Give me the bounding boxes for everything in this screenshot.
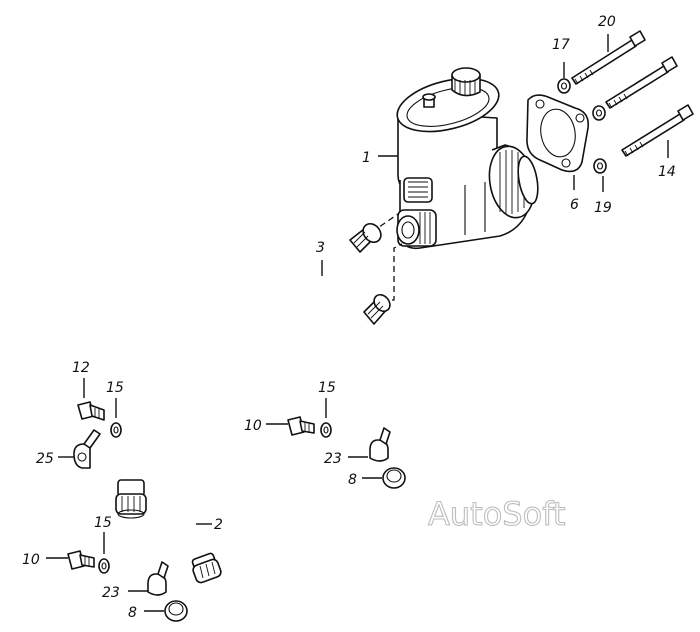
washer-17 bbox=[557, 78, 571, 94]
callout-19: 19 bbox=[594, 200, 612, 216]
banjo-bolt-10-lower bbox=[67, 550, 95, 570]
banjo-bolt-10-middle bbox=[287, 416, 315, 436]
callout-2: 2 bbox=[214, 517, 223, 533]
callout-8-middle: 8 bbox=[348, 472, 357, 488]
watermark-autosoft: AutoSoft bbox=[428, 495, 565, 533]
callout-20: 20 bbox=[598, 14, 616, 30]
callout-15-middle: 15 bbox=[318, 380, 336, 396]
callout-12: 12 bbox=[72, 360, 90, 376]
washer-15-left bbox=[110, 422, 122, 438]
washer-19 bbox=[593, 158, 607, 174]
callout-14: 14 bbox=[658, 164, 676, 180]
callout-15-left: 15 bbox=[106, 380, 124, 396]
protective-cap-23-lower bbox=[147, 561, 169, 596]
bolt-20 bbox=[571, 30, 646, 85]
callout-10-middle: 10 bbox=[244, 418, 262, 434]
protective-cap-23-middle bbox=[369, 427, 391, 462]
washer-15-middle bbox=[320, 422, 332, 438]
callout-17: 17 bbox=[552, 37, 570, 53]
plug-8-middle bbox=[382, 467, 406, 489]
bolt-14 bbox=[621, 104, 694, 157]
callout-3: 3 bbox=[316, 240, 325, 256]
assembly-line-hose-2 bbox=[382, 243, 403, 301]
plug-8-lower bbox=[164, 600, 188, 622]
callout-1: 1 bbox=[362, 150, 371, 166]
pipe-clamp-25 bbox=[73, 429, 101, 469]
callout-6: 6 bbox=[570, 197, 579, 213]
pump-gasket bbox=[526, 94, 590, 173]
callout-8-lower: 8 bbox=[128, 605, 137, 621]
banjo-bolt-12 bbox=[77, 401, 105, 421]
callout-23-lower: 23 bbox=[102, 585, 120, 601]
power-steering-pump bbox=[396, 67, 539, 250]
washer-15-lower bbox=[98, 558, 110, 574]
callout-10-lower: 10 bbox=[22, 552, 40, 568]
hose-3 bbox=[115, 222, 382, 519]
pump-outlet-fitting bbox=[396, 177, 437, 247]
callout-15-lower: 15 bbox=[94, 515, 112, 531]
callout-25: 25 bbox=[36, 451, 54, 467]
hose-2 bbox=[176, 293, 391, 584]
washer-upper-right bbox=[592, 105, 606, 121]
bolt-middle bbox=[605, 56, 678, 109]
callout-23-middle: 23 bbox=[324, 451, 342, 467]
